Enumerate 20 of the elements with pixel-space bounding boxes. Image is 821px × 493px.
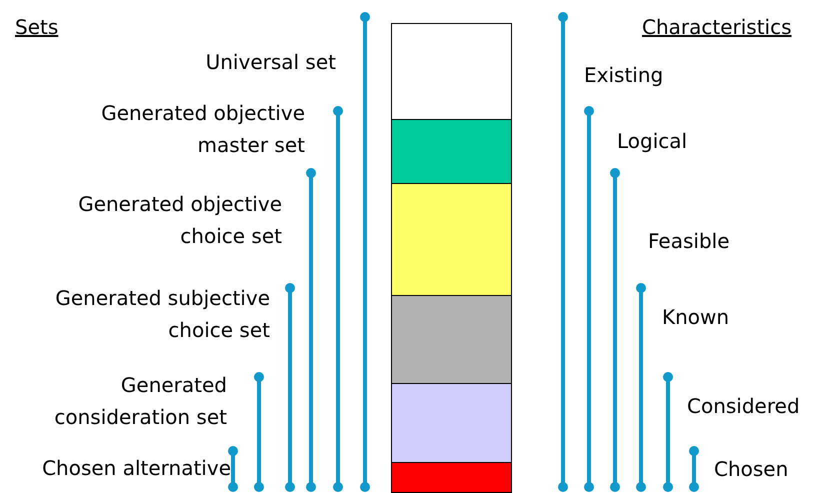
set-label: Generated consideration set — [53, 372, 227, 431]
set-segment — [391, 23, 512, 120]
characteristic-label: Known — [662, 304, 730, 331]
set-segment — [391, 183, 512, 296]
set-segment — [391, 383, 512, 463]
column-heading: Sets — [15, 14, 60, 41]
set-label: Generated subjective choice set — [54, 285, 270, 344]
set-label: Generated objective master set — [100, 100, 305, 159]
set-label: Generated objective choice set — [77, 191, 282, 250]
characteristic-label: Logical — [617, 128, 688, 155]
set-segment — [391, 119, 512, 184]
characteristic-label: Considered — [687, 393, 801, 420]
characteristic-label: Feasible — [648, 228, 731, 255]
set-label: Universal set — [204, 49, 336, 76]
set-segment — [391, 462, 512, 493]
characteristic-label: Existing — [584, 62, 664, 89]
set-segment — [391, 295, 512, 384]
set-label: Chosen alternative — [41, 455, 231, 482]
characteristic-label: Chosen — [714, 456, 790, 483]
column-heading: Characteristics — [642, 14, 793, 41]
